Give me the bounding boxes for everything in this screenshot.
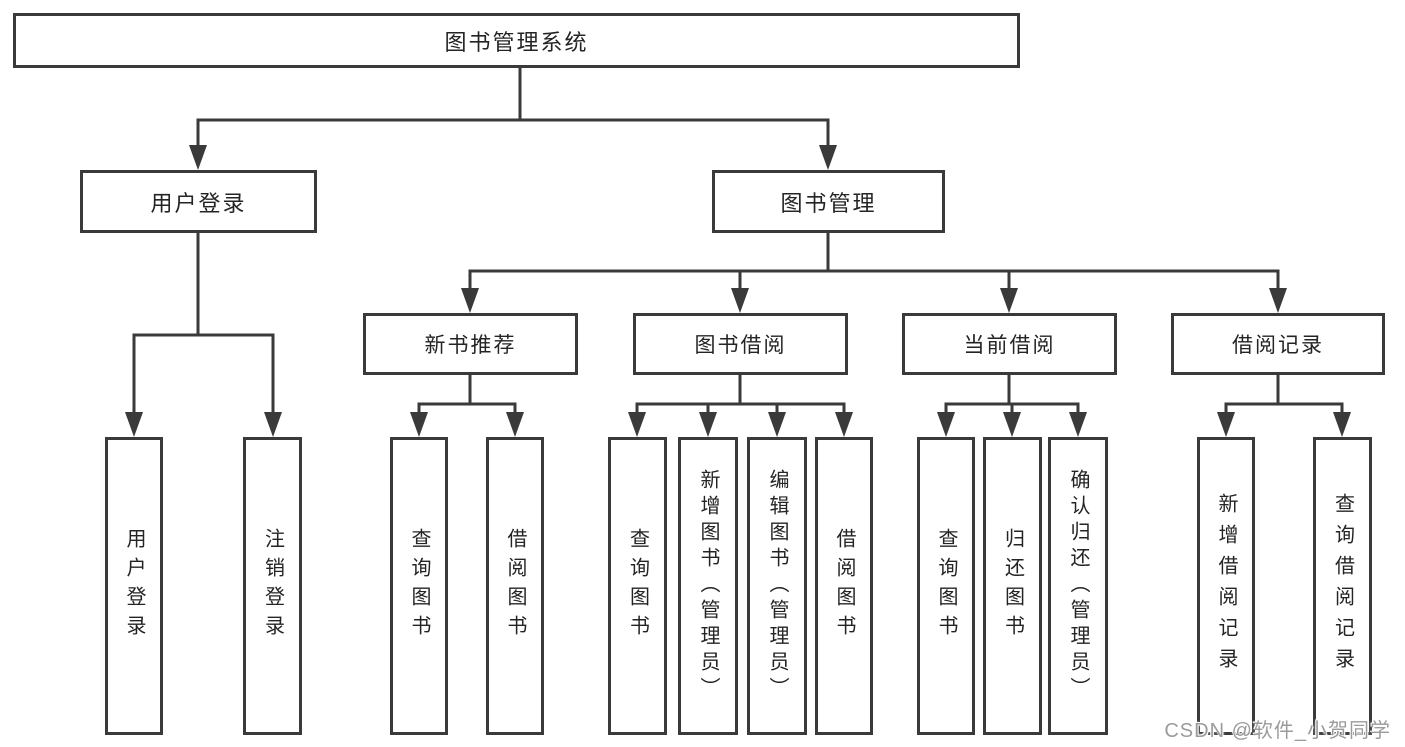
- leaf-user-login: 用户登录: [105, 437, 163, 735]
- leaf-add-borrow-record-label: 新增借阅记录: [1215, 493, 1237, 679]
- leaf-query-books-current-label: 查询图书: [935, 528, 957, 644]
- node-new-book-recommend: 新书推荐: [363, 313, 578, 375]
- leaf-edit-book-admin: 编辑图书（管理员）: [747, 437, 807, 735]
- node-user-login: 用户登录: [80, 170, 317, 233]
- node-root-label: 图书管理系统: [444, 29, 589, 55]
- leaf-borrow-books-recommend-label: 借阅图书: [504, 528, 526, 644]
- leaf-borrow-books-recommend: 借阅图书: [486, 437, 544, 735]
- leaf-borrow-books-borrowing: 借阅图书: [815, 437, 873, 735]
- leaf-query-books-current: 查询图书: [917, 437, 975, 735]
- leaf-confirm-return-admin: 确认归还（管理员）: [1048, 437, 1108, 735]
- leaf-add-book-admin-label: 新增图书（管理员）: [697, 469, 719, 703]
- leaf-user-login-label: 用户登录: [123, 528, 145, 644]
- node-borrowing-records: 借阅记录: [1171, 313, 1385, 375]
- leaf-query-books-recommend-label: 查询图书: [408, 528, 430, 644]
- node-root: 图书管理系统: [13, 13, 1020, 68]
- node-book-borrowing-label: 图书借阅: [694, 334, 787, 357]
- leaf-borrow-books-borrowing-label: 借阅图书: [833, 528, 855, 644]
- node-book-management: 图书管理: [712, 170, 945, 233]
- leaf-confirm-return-admin-label: 确认归还（管理员）: [1067, 469, 1089, 703]
- leaf-query-books-borrowing-label: 查询图书: [626, 528, 649, 644]
- csdn-watermark: CSDN @软件_小贺同学: [1164, 720, 1391, 742]
- leaf-logout: 注销登录: [243, 437, 302, 735]
- node-current-borrowing-label: 当前借阅: [963, 334, 1056, 357]
- leaf-return-books: 归还图书: [983, 437, 1042, 735]
- leaf-query-borrow-record-label: 查询借阅记录: [1331, 493, 1354, 679]
- leaf-query-books-recommend: 查询图书: [390, 437, 448, 735]
- leaf-add-borrow-record: 新增借阅记录: [1197, 437, 1255, 735]
- leaf-query-borrow-record: 查询借阅记录: [1313, 437, 1372, 735]
- node-borrowing-records-label: 借阅记录: [1232, 334, 1324, 357]
- node-book-management-label: 图书管理: [780, 190, 877, 216]
- leaf-query-books-borrowing: 查询图书: [608, 437, 667, 735]
- node-book-borrowing: 图书借阅: [633, 313, 848, 375]
- leaf-return-books-label: 归还图书: [1001, 528, 1024, 644]
- leaf-logout-label: 注销登录: [261, 528, 284, 644]
- node-current-borrowing: 当前借阅: [902, 313, 1117, 375]
- node-new-book-recommend-label: 新书推荐: [424, 334, 517, 357]
- leaf-edit-book-admin-label: 编辑图书（管理员）: [766, 469, 788, 703]
- node-user-login-label: 用户登录: [150, 190, 247, 216]
- leaf-add-book-admin: 新增图书（管理员）: [678, 437, 738, 735]
